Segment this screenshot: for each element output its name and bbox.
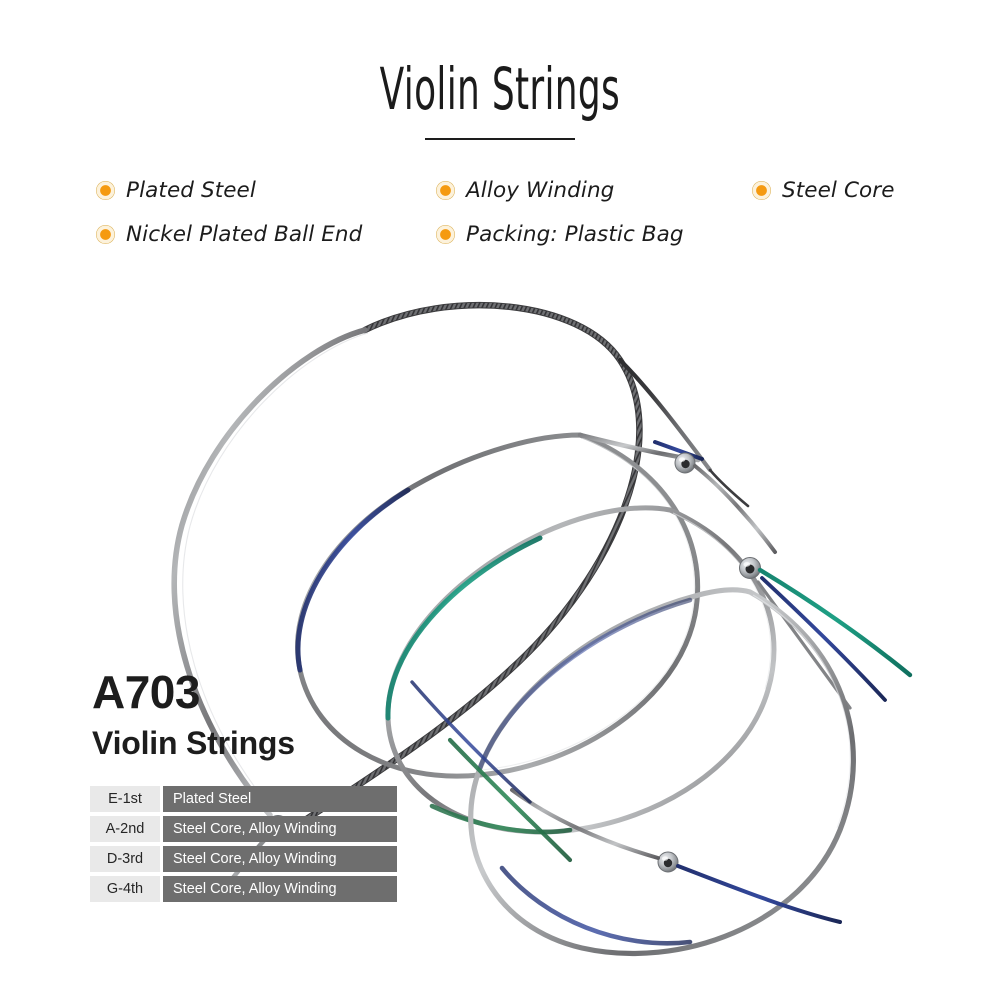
feature-label: Alloy Winding: [466, 178, 615, 203]
ball-end-icon: [674, 452, 696, 474]
bullet-dot-icon: [436, 181, 455, 200]
feature-label: Packing: Plastic Bag: [466, 222, 684, 247]
table-row: A-2nd Steel Core, Alloy Winding: [90, 816, 397, 842]
feature-label: Nickel Plated Ball End: [126, 222, 363, 247]
string-g-4th: [410, 587, 856, 957]
table-row: D-3rd Steel Core, Alloy Winding: [90, 846, 397, 872]
ball-end-icon: [739, 557, 761, 579]
feature-item-steel-core: Steel Core: [752, 178, 895, 203]
title-underline-divider: [425, 138, 575, 140]
product-model-block: A703 Violin Strings: [92, 668, 295, 762]
feature-item-packing-plastic-bag: Packing: Plastic Bag: [436, 222, 684, 247]
ball-end-icon: [657, 851, 679, 873]
page-title: Violin Strings: [379, 55, 621, 123]
product-model-code: A703: [92, 666, 200, 718]
table-row: G-4th Steel Core, Alloy Winding: [90, 876, 397, 902]
spec-value: Steel Core, Alloy Winding: [163, 816, 397, 842]
feature-label: Steel Core: [782, 178, 895, 203]
spec-value: Steel Core, Alloy Winding: [163, 846, 397, 872]
bullet-dot-icon: [96, 225, 115, 244]
spec-key: A-2nd: [90, 816, 160, 842]
page-title-container: Violin Strings: [0, 58, 1000, 120]
bullet-dot-icon: [752, 181, 771, 200]
feature-item-nickel-plated-ball-end: Nickel Plated Ball End: [96, 222, 362, 247]
table-row: E-1st Plated Steel: [90, 786, 397, 812]
feature-item-plated-steel: Plated Steel: [96, 178, 256, 203]
feature-item-alloy-winding: Alloy Winding: [436, 178, 614, 203]
spec-key: G-4th: [90, 876, 160, 902]
bullet-dot-icon: [96, 181, 115, 200]
bullet-dot-icon: [436, 225, 455, 244]
spec-key: E-1st: [90, 786, 160, 812]
string-a-2nd: [295, 432, 777, 779]
spec-value: Steel Core, Alloy Winding: [163, 876, 397, 902]
product-model-name: Violin Strings: [92, 725, 295, 761]
spec-value: Plated Steel: [163, 786, 397, 812]
spec-key: D-3rd: [90, 846, 160, 872]
feature-label: Plated Steel: [126, 178, 256, 203]
specification-table: E-1st Plated Steel A-2nd Steel Core, All…: [90, 786, 397, 906]
feature-list: Plated Steel Nickel Plated Ball End Allo…: [0, 178, 1000, 268]
